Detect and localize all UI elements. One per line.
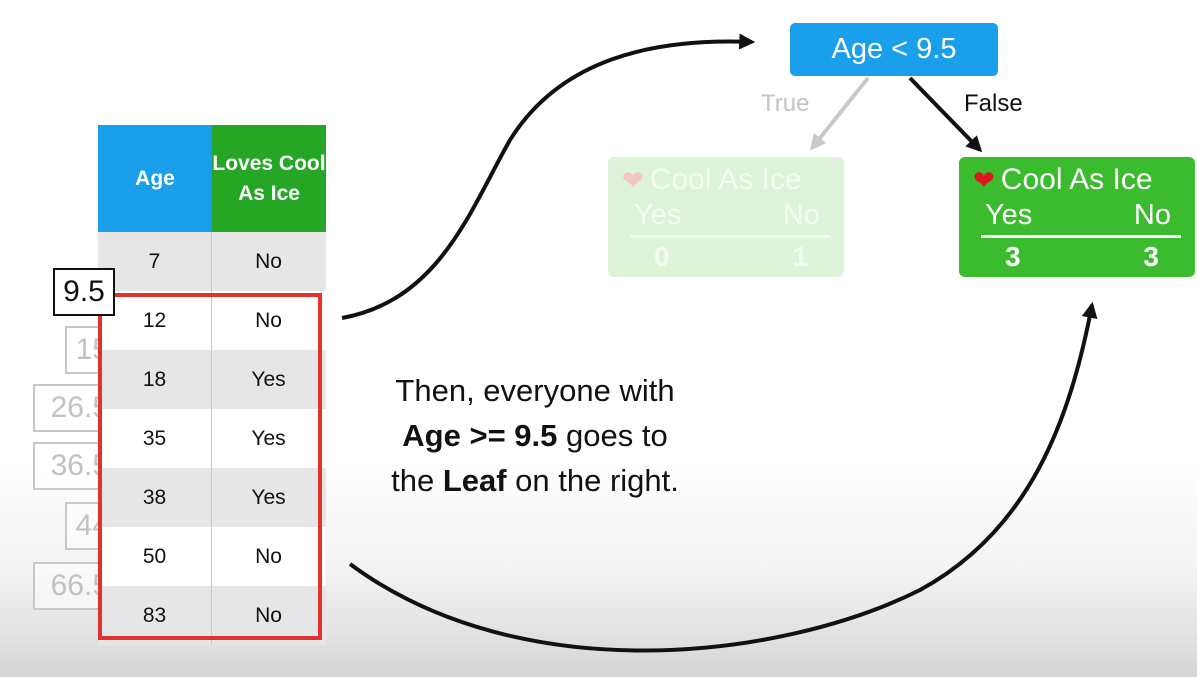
cell-age: 38 xyxy=(98,468,212,527)
caption-line-2-rest: goes to xyxy=(557,418,668,453)
true-branch-line xyxy=(810,76,870,151)
cell-age: 18 xyxy=(98,350,212,409)
table-row: 35 Yes xyxy=(98,409,326,468)
leaf-title-text: Cool As Ice xyxy=(1000,163,1153,196)
table-row: 12 No xyxy=(98,291,326,350)
table-row: 38 Yes xyxy=(98,468,326,527)
leaf-no-label: No xyxy=(1133,199,1171,231)
table-row: 18 Yes xyxy=(98,350,326,409)
cell-age: 12 xyxy=(98,291,212,350)
data-table: Age Loves Cool As Ice 7 No 12 No 18 Yes … xyxy=(98,125,326,645)
leaf-title: ❤Cool As Ice xyxy=(973,163,1153,197)
cell-loves: No xyxy=(255,603,282,627)
root-node: Age < 9.5 xyxy=(790,23,998,76)
false-edge-label: False xyxy=(964,90,1023,117)
leaf-yes-count: 3 xyxy=(1005,241,1021,272)
true-edge-label: True xyxy=(761,90,810,117)
heart-icon: ❤ xyxy=(973,165,995,195)
table-row: 83 No xyxy=(98,586,326,645)
heart-icon: ❤ xyxy=(622,165,644,195)
left-leaf: ❤Cool As Ice Yes No 0 1 xyxy=(608,157,844,277)
cell-loves: No xyxy=(255,544,282,568)
right-leaf: ❤Cool As Ice Yes No 3 3 xyxy=(959,157,1195,277)
cell-age: 7 xyxy=(98,232,212,291)
leaf-no-count: 3 xyxy=(1143,241,1159,272)
table-row: 50 No xyxy=(98,527,326,586)
leaf-divider xyxy=(630,235,830,238)
cell-age: 83 xyxy=(98,586,212,645)
arrow-table-to-root xyxy=(341,33,756,320)
cell-loves: No xyxy=(255,308,282,332)
cell-loves: Yes xyxy=(251,426,286,450)
caption-line-3-end: on the right. xyxy=(506,463,679,498)
table-header: Age Loves Cool As Ice xyxy=(98,125,326,232)
table-row: 7 No xyxy=(98,232,326,291)
caption: Then, everyone with Age >= 9.5 goes to t… xyxy=(345,368,725,503)
leaf-divider xyxy=(981,235,1181,238)
leaf-title: ❤Cool As Ice xyxy=(622,163,802,197)
caption-line-3-start: the xyxy=(391,463,443,498)
leaf-yes-count: 0 xyxy=(654,241,670,272)
leaf-yes-label: Yes xyxy=(634,199,682,231)
leaf-yes-label: Yes xyxy=(985,199,1033,231)
false-branch-line xyxy=(908,76,983,153)
leaf-title-text: Cool As Ice xyxy=(649,163,802,196)
caption-leaf-word: Leaf xyxy=(442,463,507,498)
selected-rows-highlight xyxy=(98,293,322,640)
arrow-bottom-to-right-leaf xyxy=(348,301,1098,653)
active-threshold-box: 9.5 xyxy=(53,268,115,316)
leaf-no-count: 1 xyxy=(792,241,808,272)
header-age: Age xyxy=(98,125,212,232)
cell-age: 35 xyxy=(98,409,212,468)
cell-loves: Yes xyxy=(251,367,286,391)
header-loves-cool-as-ice: Loves Cool As Ice xyxy=(212,125,326,232)
cell-age: 50 xyxy=(98,527,212,586)
caption-condition: Age >= 9.5 xyxy=(402,418,558,453)
caption-line-1: Then, everyone with xyxy=(395,373,675,408)
leaf-no-label: No xyxy=(782,199,820,231)
cell-loves: Yes xyxy=(251,485,286,509)
cell-loves: No xyxy=(255,249,282,273)
